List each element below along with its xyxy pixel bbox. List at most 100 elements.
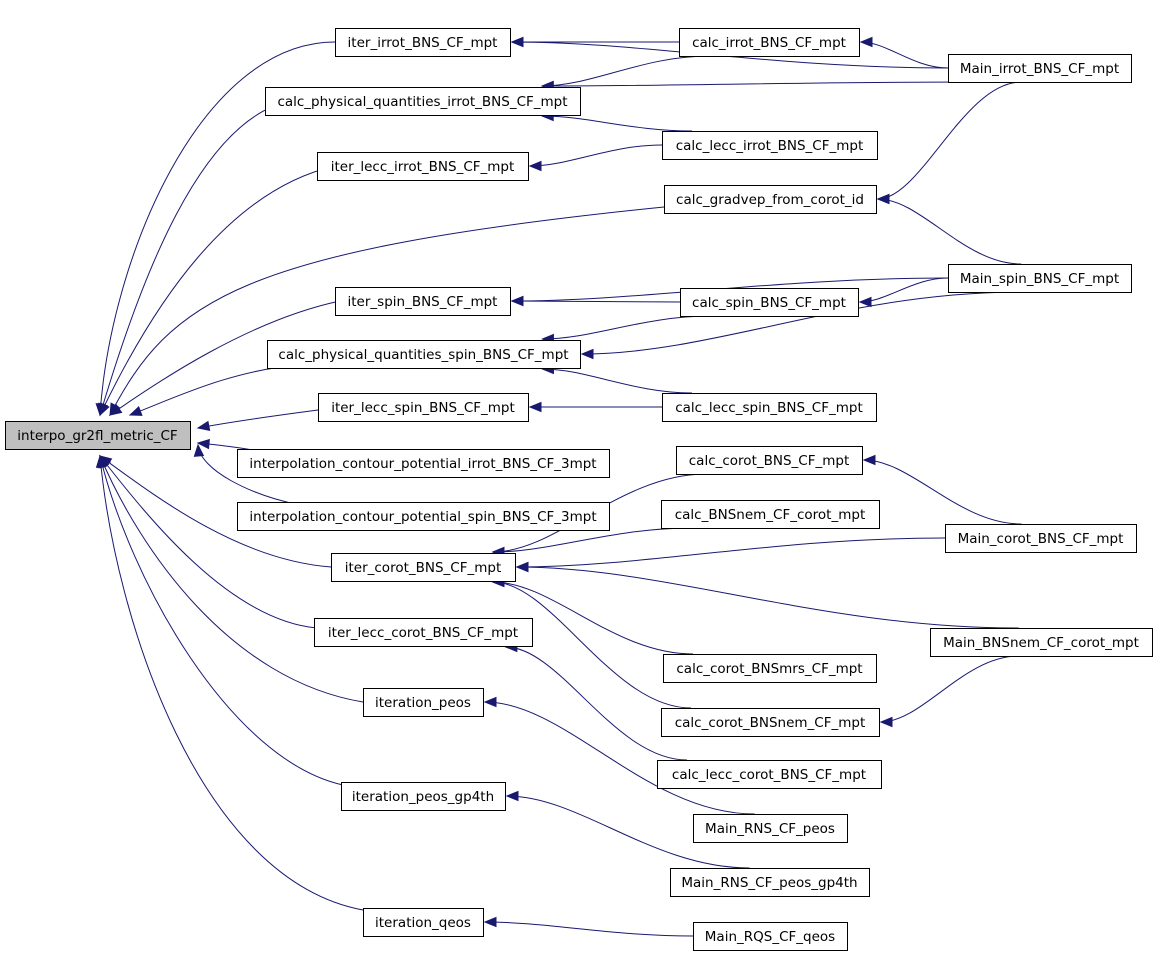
node-interp-irrot-box	[237, 449, 610, 478]
node-main-rns-peos-label: Main_RNS_CF_peos	[705, 821, 835, 837]
edge-calc-irrot-to-calc-phys-irrot	[542, 55, 710, 87]
edge-main-irrot-to-calc-irrot-arrowhead	[859, 36, 873, 48]
node-main-irrot-box	[948, 54, 1132, 83]
node-calc-spin[interactable]: calc_spin_BNS_CF_mpt	[680, 288, 859, 317]
node-calc-corot-label: calc_corot_BNS_CF_mpt	[689, 453, 850, 469]
node-calc-lecc-corot[interactable]: calc_lecc_corot_BNS_CF_mpt	[657, 760, 882, 789]
node-iteration-peos-label: iteration_peos	[375, 695, 471, 711]
edge-main-spin-to-calc-spin-arrowhead	[858, 296, 872, 308]
node-calc-irrot-box	[679, 28, 860, 57]
node-main-bnsnem-corot-box	[930, 628, 1153, 657]
node-main-bnsnem-corot[interactable]: Main_BNSnem_CF_corot_mpt	[930, 628, 1153, 657]
node-calc-corot-bnsmrs[interactable]: calc_corot_BNSmrs_CF_mpt	[663, 654, 877, 683]
node-root-box	[5, 421, 191, 450]
node-iter-lecc-spin-box	[318, 393, 529, 422]
edge-calc-corot-bnsmrs-to-iter-corot	[492, 581, 694, 655]
node-calc-lecc-irrot-box	[662, 131, 878, 160]
node-calc-corot[interactable]: calc_corot_BNS_CF_mpt	[676, 446, 863, 475]
edge-calc-lecc-irrot-to-calc-phys-irrot	[542, 115, 693, 132]
edge-main-rns-peos-gp4th-to-iteration-peos-gp4th-arrowhead	[505, 790, 519, 802]
node-interp-spin[interactable]: interpolation_contour_potential_spin_BNS…	[237, 502, 610, 531]
edge-main-bnsnem-corot-to-calc-corot-bnsnem	[880, 655, 1019, 723]
node-iteration-peos-gp4th-label: iteration_peos_gp4th	[352, 789, 494, 805]
node-calc-lecc-corot-box	[657, 760, 882, 789]
node-iter-lecc-corot-label: iter_lecc_corot_BNS_CF_mpt	[328, 625, 518, 641]
node-iter-irrot[interactable]: iter_irrot_BNS_CF_mpt	[335, 28, 511, 57]
node-iter-spin-box	[335, 287, 511, 316]
node-calc-lecc-spin-box	[662, 393, 877, 422]
node-main-bnsnem-corot-label: Main_BNSnem_CF_corot_mpt	[943, 635, 1139, 651]
edge-calc-lecc-irrot-to-iter-lecc-irrot	[529, 144, 663, 167]
node-calc-phys-spin[interactable]: calc_physical_quantities_spin_BNS_CF_mpt	[267, 340, 581, 369]
edge-main-rns-peos-to-iteration-peos-arrowhead	[483, 696, 497, 708]
node-interp-irrot[interactable]: interpolation_contour_potential_irrot_BN…	[237, 449, 610, 478]
node-calc-corot-bnsmrs-box	[663, 654, 877, 683]
node-main-spin[interactable]: Main_spin_BNS_CF_mpt	[948, 264, 1132, 293]
node-calc-corot-bnsnem-label: calc_corot_BNSnem_CF_mpt	[675, 715, 866, 731]
edge-calc-corot-bnsnem-to-iter-corot	[492, 581, 692, 709]
node-iter-spin[interactable]: iter_spin_BNS_CF_mpt	[335, 287, 511, 316]
node-iter-lecc-spin[interactable]: iter_lecc_spin_BNS_CF_mpt	[318, 393, 529, 422]
edge-calc-gradvep-to-root	[109, 206, 665, 416]
edge-main-bnsnem-corot-to-iter-corot-arrowhead	[515, 561, 529, 573]
node-iter-lecc-corot[interactable]: iter_lecc_corot_BNS_CF_mpt	[314, 618, 533, 647]
node-iter-corot[interactable]: iter_corot_BNS_CF_mpt	[331, 553, 516, 582]
node-iter-corot-label: iter_corot_BNS_CF_mpt	[345, 560, 502, 576]
edge-main-corot-to-calc-corot	[863, 459, 1022, 525]
node-calc-gradvep-box	[664, 185, 877, 214]
node-calc-gradvep[interactable]: calc_gradvep_from_corot_id	[664, 185, 877, 214]
node-interp-spin-box	[237, 502, 610, 531]
edge-main-bnsnem-corot-to-calc-corot-bnsnem-arrowhead	[879, 716, 893, 728]
edge-main-rqs-qeos-to-iteration-qeos	[484, 921, 694, 937]
edge-calc-phys-spin-to-root-arrowhead	[128, 406, 143, 416]
edge-iter-lecc-corot-to-root	[99, 455, 318, 629]
node-calc-irrot[interactable]: calc_irrot_BNS_CF_mpt	[679, 28, 860, 57]
node-main-rns-peos[interactable]: Main_RNS_CF_peos	[693, 814, 848, 843]
node-iter-lecc-irrot[interactable]: iter_lecc_irrot_BNS_CF_mpt	[317, 152, 529, 181]
node-iter-spin-label: iter_spin_BNS_CF_mpt	[348, 294, 498, 310]
node-main-rqs-qeos[interactable]: Main_RQS_CF_qeos	[693, 922, 848, 951]
node-calc-lecc-irrot[interactable]: calc_lecc_irrot_BNS_CF_mpt	[662, 131, 878, 160]
edge-iter-lecc-irrot-to-root-arrowhead	[99, 402, 110, 417]
node-iter-irrot-label: iter_irrot_BNS_CF_mpt	[348, 35, 498, 51]
node-main-rns-peos-gp4th[interactable]: Main_RNS_CF_peos_gp4th	[670, 868, 870, 897]
node-iteration-peos-gp4th-box	[341, 782, 506, 811]
edge-iter-spin-to-root-arrowhead	[108, 404, 123, 416]
node-main-rns-peos-gp4th-label: Main_RNS_CF_peos_gp4th	[681, 875, 857, 891]
function-nodes: interpo_gr2fl_metric_CF iter_irrot_BNS_CF…	[5, 28, 1153, 951]
node-root[interactable]: interpo_gr2fl_metric_CF	[5, 421, 191, 450]
node-calc-phys-irrot-box	[265, 87, 581, 116]
edge-interp-spin-to-root-arrowhead	[193, 443, 205, 457]
node-calc-bnsnem-corot[interactable]: calc_BNSnem_CF_corot_mpt	[661, 500, 880, 529]
node-calc-spin-box	[680, 288, 859, 317]
node-main-irrot[interactable]: Main_irrot_BNS_CF_mpt	[948, 54, 1132, 83]
node-calc-bnsnem-corot-label: calc_BNSnem_CF_corot_mpt	[675, 507, 866, 523]
node-main-rns-peos-gp4th-box	[670, 868, 870, 897]
node-calc-phys-irrot[interactable]: calc_physical_quantities_irrot_BNS_CF_mp…	[265, 87, 581, 116]
edge-iter-lecc-spin-to-root	[197, 409, 319, 429]
node-iteration-peos[interactable]: iteration_peos	[363, 688, 484, 717]
node-main-corot[interactable]: Main_corot_BNS_CF_mpt	[945, 524, 1137, 553]
node-calc-phys-spin-label: calc_physical_quantities_spin_BNS_CF_mpt	[278, 347, 568, 363]
node-iter-corot-box	[331, 553, 516, 582]
node-calc-lecc-spin[interactable]: calc_lecc_spin_BNS_CF_mpt	[662, 393, 877, 422]
node-main-rns-peos-box	[693, 814, 848, 843]
node-calc-lecc-spin-label: calc_lecc_spin_BNS_CF_mpt	[675, 400, 863, 416]
node-iter-irrot-box	[335, 28, 511, 57]
node-iteration-peos-gp4th[interactable]: iteration_peos_gp4th	[341, 782, 506, 811]
edge-main-spin-to-calc-phys-spin	[581, 291, 1022, 355]
call-edges	[95, 36, 1022, 937]
edge-iteration-qeos-to-root-arrowhead	[95, 454, 107, 468]
edge-main-irrot-to-calc-phys-irrot	[542, 81, 979, 87]
node-main-rqs-qeos-label: Main_RQS_CF_qeos	[705, 929, 835, 945]
node-calc-corot-bnsnem[interactable]: calc_corot_BNSnem_CF_mpt	[661, 708, 880, 737]
edge-calc-bnsnem-corot-to-iter-corot	[492, 527, 692, 553]
node-main-irrot-label: Main_irrot_BNS_CF_mpt	[960, 61, 1119, 77]
node-main-rqs-qeos-box	[693, 922, 848, 951]
edge-iter-corot-to-root	[99, 455, 332, 568]
node-calc-corot-bnsnem-box	[661, 708, 880, 737]
node-calc-phys-spin-box	[267, 340, 581, 369]
node-calc-spin-label: calc_spin_BNS_CF_mpt	[692, 295, 846, 311]
node-iter-lecc-irrot-label: iter_lecc_irrot_BNS_CF_mpt	[331, 159, 515, 175]
node-iteration-qeos[interactable]: iteration_qeos	[363, 908, 484, 937]
